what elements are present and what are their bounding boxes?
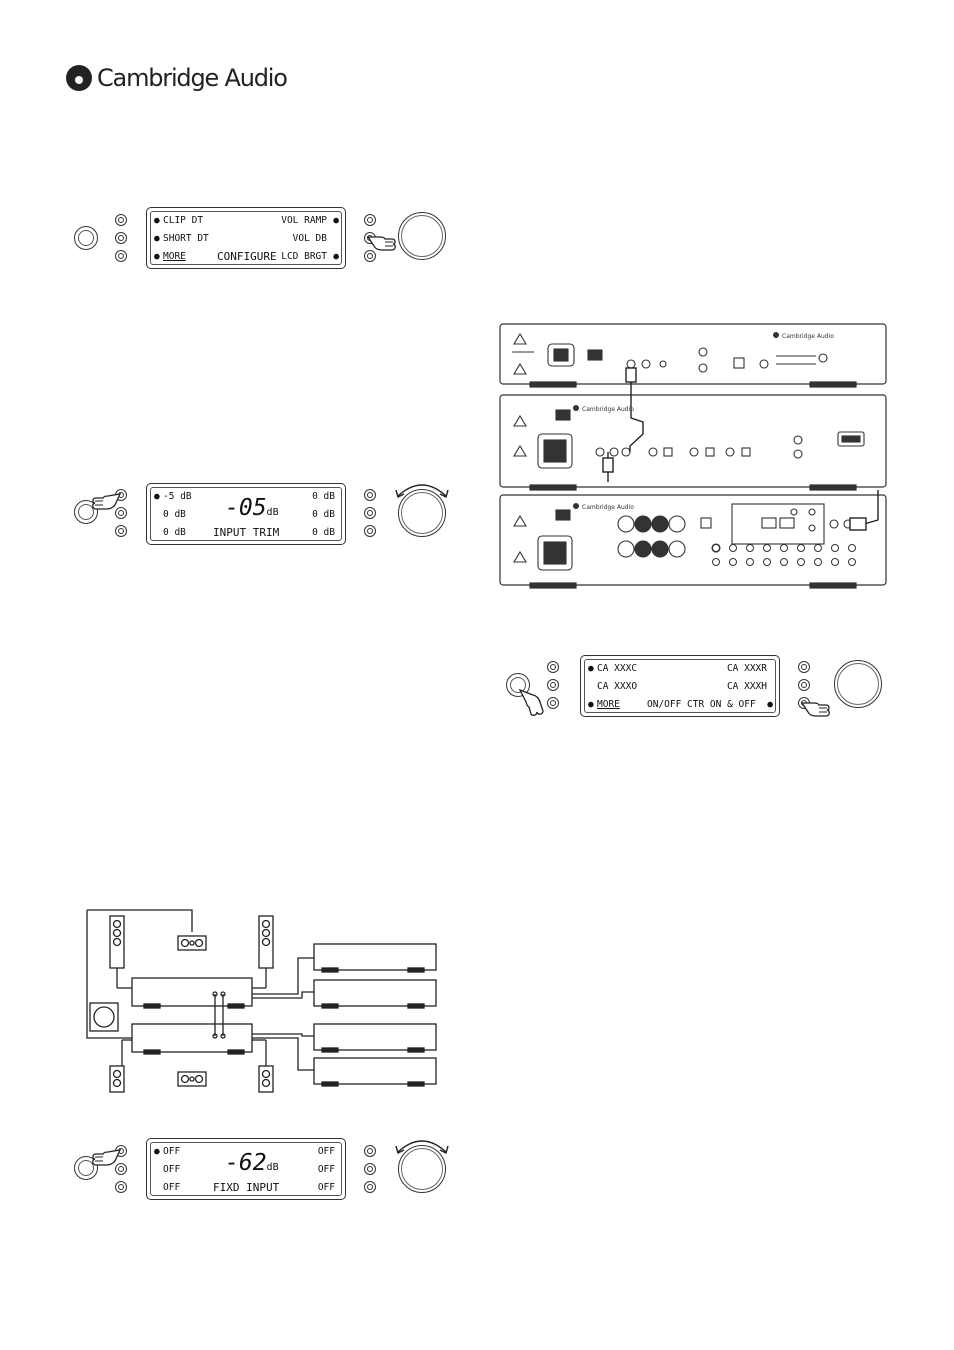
lcd-left-2: SHORT DT — [163, 233, 209, 244]
interconnect-cables — [603, 368, 878, 530]
right-button-2[interactable] — [364, 1163, 376, 1175]
pointing-hand-icon — [800, 694, 834, 722]
left-button-1[interactable] — [547, 661, 559, 673]
lcd-left-1: OFF — [163, 1146, 180, 1157]
lcd-left-2: 0 dB — [163, 509, 186, 520]
left-button-3[interactable] — [115, 250, 127, 262]
right-button-3[interactable] — [364, 1181, 376, 1193]
power-button[interactable] — [74, 226, 98, 250]
io-jack-rows — [713, 545, 856, 566]
lcd-right-2: CA XXXH — [727, 681, 767, 692]
lcd-right-2: 0 dB — [312, 509, 335, 520]
lcd-left-2: OFF — [163, 1164, 180, 1175]
rear-brand-label-3: Cambridge Audio — [582, 504, 634, 511]
lcd-right-2: VOL DB — [293, 233, 327, 244]
lcd-display: ● OFF OFF OFF -62dB FIXD INPUT OFF OFF O… — [146, 1138, 346, 1200]
pointing-hand-icon — [84, 486, 124, 516]
lcd-display: ● CLIP DT ● SHORT DT ● MORE CONFIGURE VO… — [146, 207, 346, 269]
lcd-right-1: VOL RAMP — [281, 215, 327, 226]
lcd-left-3: MORE — [163, 251, 186, 262]
lcd-center: INPUT TRIM — [213, 527, 279, 538]
volume-knob[interactable] — [834, 660, 882, 708]
lcd-left-3: OFF — [163, 1182, 180, 1193]
system-wiring-diagram — [84, 908, 440, 1098]
lcd-center: FIXD INPUT — [213, 1182, 279, 1193]
left-button-2[interactable] — [547, 679, 559, 691]
left-button-2[interactable] — [115, 232, 127, 244]
lcd-right-2: OFF — [318, 1164, 335, 1175]
brand-name: Cambridge Audio — [97, 64, 287, 92]
lcd-right-3: 0 dB — [312, 527, 335, 538]
right-button-2[interactable] — [364, 507, 376, 519]
rear-brand-label-2: Cambridge Audio — [582, 406, 634, 413]
left-button-3[interactable] — [115, 1181, 127, 1193]
lcd-readout: -05dB — [225, 496, 279, 525]
lcd-right-1: 0 dB — [312, 491, 335, 502]
right-button-1[interactable] — [364, 1145, 376, 1157]
lcd-right-1: OFF — [318, 1146, 335, 1157]
lcd-left-1: -5 dB — [163, 491, 192, 502]
pointing-hand-icon — [84, 1142, 124, 1172]
lcd-right-3: OFF — [318, 1182, 335, 1193]
pointing-hand-icon — [366, 228, 400, 256]
lcd-readout: -62dB — [225, 1151, 279, 1180]
rotate-arrow-icon — [392, 476, 452, 500]
lcd-display: ● -5 dB 0 dB 0 dB -05dB INPUT TRIM 0 dB … — [146, 483, 346, 545]
left-button-1[interactable] — [115, 214, 127, 226]
pointing-hand-icon — [516, 688, 546, 718]
lcd-left-1: CLIP DT — [163, 215, 203, 226]
right-button-3[interactable] — [364, 525, 376, 537]
lcd-left-3: MORE — [597, 699, 620, 710]
lcd-right-1: CA XXXR — [727, 663, 767, 674]
volume-knob[interactable] — [398, 212, 446, 260]
rotate-arrow-icon — [392, 1132, 452, 1156]
cambridge-audio-logo: Cambridge Audio — [66, 64, 287, 92]
lcd-left-3: 0 dB — [163, 527, 186, 538]
lcd-left-1: CA XXXC — [597, 663, 637, 674]
left-button-3[interactable] — [115, 525, 127, 537]
lcd-left-2: CA XXXO — [597, 681, 637, 692]
rear-brand-label-1: Cambridge Audio — [782, 333, 834, 340]
left-button-3[interactable] — [547, 697, 559, 709]
lcd-display: ● CA XXXC CA XXXO ● MORE ON/OFF CTR ON &… — [580, 655, 780, 717]
lcd-center: ON/OFF CTR ON & OFF — [647, 699, 756, 710]
right-button-1[interactable] — [364, 489, 376, 501]
right-button-1[interactable] — [798, 661, 810, 673]
lcd-right-3: LCD BRGT — [281, 251, 327, 262]
logo-mark-icon — [66, 65, 92, 91]
right-button-2[interactable] — [798, 679, 810, 691]
lcd-center: CONFIGURE — [217, 251, 277, 262]
rear-panel-connection-diagram: Cambridge Audio Cambridge Audio Cambridg… — [498, 322, 888, 594]
right-button-1[interactable] — [364, 214, 376, 226]
